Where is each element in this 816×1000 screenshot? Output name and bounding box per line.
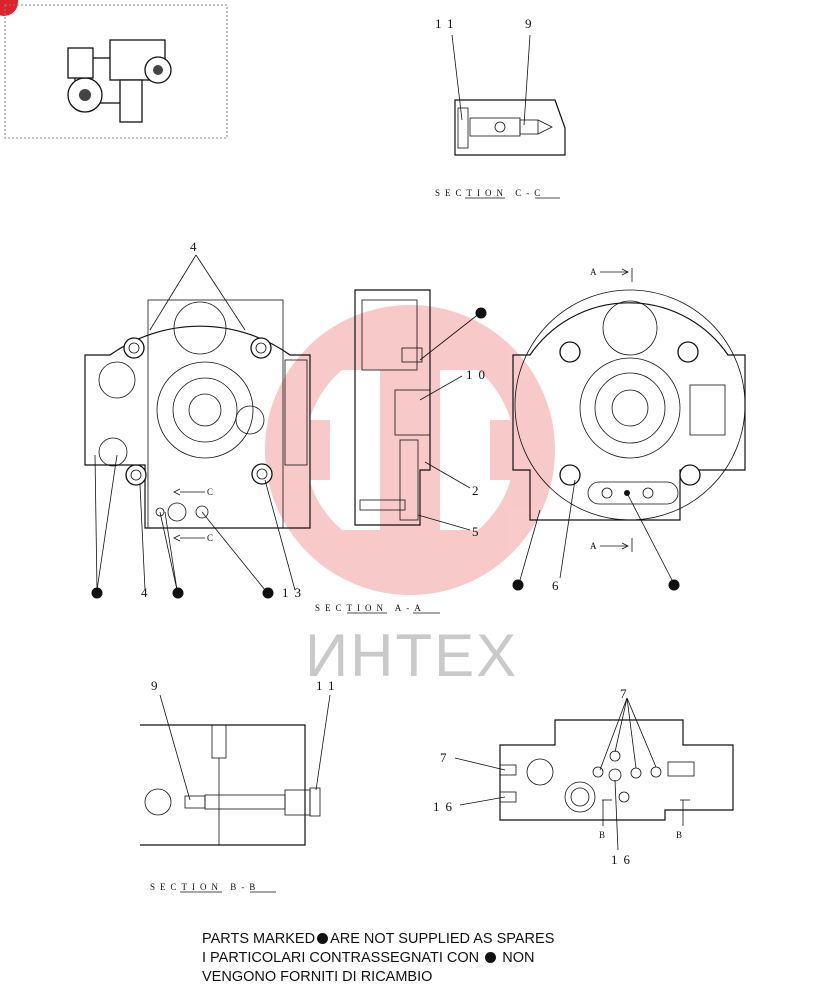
section-aa-profile-view: 10 2 5 xyxy=(354,289,491,539)
label-bb-7-left: 7 xyxy=(440,750,453,765)
note-line-1-start: PARTS MARKED xyxy=(202,931,316,947)
section-bb-right-view: 7 7 16 16 B B xyxy=(433,686,734,867)
label-aa-c-top: C xyxy=(207,487,218,497)
not-spare-marker xyxy=(172,587,184,599)
label-aa-10: 10 xyxy=(466,367,491,382)
not-spare-dot-icon xyxy=(485,952,497,963)
label-aa-13: 13 xyxy=(282,585,307,600)
label-bb-16-left: 16 xyxy=(433,799,458,814)
label-cc-11: 11 xyxy=(435,16,460,31)
spare-parts-note: PARTS MARKED ARE NOT SUPPLIED AS SPARES I… xyxy=(202,930,554,987)
label-bb-b-left: B xyxy=(599,830,610,840)
section-bb-title: SECTION B-B xyxy=(150,882,260,892)
label-cc-9: 9 xyxy=(525,16,538,31)
section-aa-right-view: A A 6 xyxy=(512,267,746,593)
label-aa-5: 5 xyxy=(472,524,485,539)
label-aa-6: 6 xyxy=(552,578,565,593)
label-bb-b-right: B xyxy=(676,830,687,840)
section-cc-title: SECTION C-C xyxy=(435,188,545,198)
pump-assembly-icon xyxy=(67,39,172,123)
corner-badge xyxy=(0,0,18,16)
label-bb-9: 9 xyxy=(151,678,164,693)
section-aa-left-view: 4 4 13 C C xyxy=(84,239,311,600)
watermark-gear-logo xyxy=(265,305,555,595)
not-spare-marker xyxy=(475,307,487,319)
label-bb-7-top: 7 xyxy=(620,686,633,701)
section-bb-left-view: 9 11 xyxy=(140,678,341,846)
label-aa-a-top: A xyxy=(590,267,602,277)
not-spare-marker xyxy=(512,579,524,591)
label-bb-11: 11 xyxy=(316,678,341,693)
label-aa-2: 2 xyxy=(472,483,485,498)
watermark-text: ИНТЕХ xyxy=(305,622,518,689)
label-aa-4-bottom: 4 xyxy=(141,585,154,600)
label-aa-a-bottom: A xyxy=(590,541,602,551)
note-line-2: I PARTICOLARI CONTRASSEGNATI CON NON xyxy=(202,949,554,968)
label-aa-c-bottom: C xyxy=(207,533,218,543)
thumbnail-box xyxy=(4,4,228,139)
note-line-1-end: ARE NOT SUPPLIED AS SPARES xyxy=(330,931,555,947)
note-line-3: VENGONO FORNITI DI RICAMBIO xyxy=(202,969,433,985)
section-aa-title: SECTION A-A xyxy=(315,603,426,613)
note-line-2-start: I PARTICOLARI CONTRASSEGNATI CON xyxy=(202,950,480,966)
section-cc-drawing: 11 9 xyxy=(435,16,566,156)
not-spare-marker xyxy=(262,587,274,599)
not-spare-marker xyxy=(91,587,103,599)
label-bb-16-bottom: 16 xyxy=(611,852,636,867)
note-line-1: PARTS MARKED ARE NOT SUPPLIED AS SPARES xyxy=(202,930,554,949)
note-line-2-end: NON xyxy=(502,950,535,966)
not-spare-dot-icon xyxy=(317,933,329,944)
not-spare-marker xyxy=(668,579,680,591)
label-aa-4-top: 4 xyxy=(190,239,203,254)
